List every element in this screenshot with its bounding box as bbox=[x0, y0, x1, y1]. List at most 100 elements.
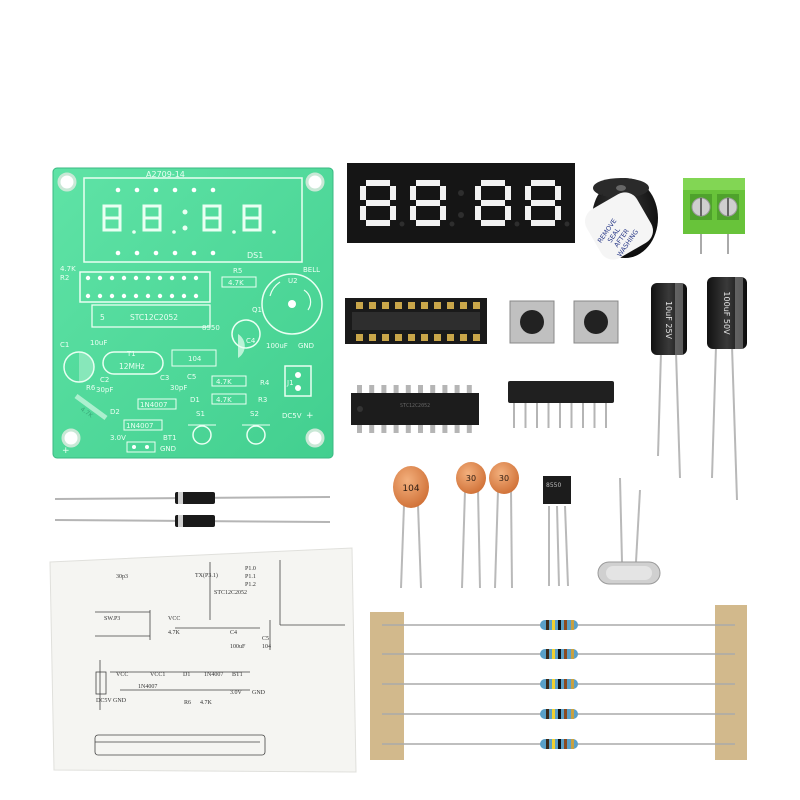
pcb-label-r3: R3 bbox=[258, 396, 267, 404]
ic-pin-bottom-6 bbox=[418, 425, 423, 433]
socket-pin-bottom-1 bbox=[356, 334, 363, 341]
pcb-label-r3-value: 4.7K bbox=[216, 396, 232, 404]
d1-footprint bbox=[123, 419, 163, 431]
socket-pin-top-5 bbox=[408, 302, 415, 309]
pcb-mounting-holes bbox=[57, 172, 325, 448]
ic-pin-top-9 bbox=[454, 385, 460, 393]
buzzer-sticker bbox=[585, 192, 653, 260]
pcb-label-q1: Q1 bbox=[252, 306, 262, 314]
seven-segment-display bbox=[347, 163, 575, 243]
pcb-label-r4-value: 4.7K bbox=[216, 378, 232, 386]
schematic-text-1: 30p3 bbox=[116, 574, 128, 580]
ic-pin-top-8 bbox=[442, 385, 448, 393]
pcb-label-c1: C1 bbox=[60, 341, 69, 349]
pcb-label-r5: R5 bbox=[233, 267, 242, 275]
d2-footprint bbox=[137, 398, 177, 410]
socket-pins bbox=[356, 302, 480, 341]
pcb-label-c3: C3 bbox=[160, 374, 169, 382]
c1-footprint bbox=[63, 351, 95, 383]
pcb-display-pins bbox=[115, 187, 216, 256]
schematic-text-10: C4 bbox=[230, 630, 237, 636]
display-outline bbox=[83, 177, 303, 263]
schematic-text-22: DC5V GND bbox=[96, 698, 127, 704]
tactile-button-1 bbox=[509, 300, 555, 344]
transistor-8550: 8550 bbox=[543, 476, 571, 587]
socket-pin-top-1 bbox=[356, 302, 363, 309]
socket-pin-top-8 bbox=[447, 302, 454, 309]
display-digit-1 bbox=[360, 180, 405, 227]
pcb-label-u2: U2 bbox=[288, 277, 298, 285]
socket-pin-bottom-6 bbox=[421, 334, 428, 341]
electrolytic-capacitor-100uf: 100uF 50V bbox=[707, 277, 747, 501]
pcb-label-t1: T1 bbox=[126, 350, 136, 358]
pcb-label-j1: J1 bbox=[286, 379, 294, 387]
ic-pin-top-5 bbox=[405, 385, 411, 393]
ic-pin-top-3 bbox=[381, 385, 387, 393]
resistor-strip bbox=[370, 605, 747, 760]
svg-text:STC12C2052: STC12C2052 bbox=[400, 403, 430, 409]
r5-footprint bbox=[221, 276, 257, 288]
diode-2 bbox=[54, 515, 331, 527]
electrolytic-capacitor-10uf: 10uF 25V bbox=[651, 283, 687, 479]
pcb-label-1n4007-b: 1N4007 bbox=[126, 422, 154, 430]
schematic-text-14: VCC bbox=[116, 672, 128, 678]
socket-pin-bottom-10 bbox=[473, 334, 480, 341]
ceramic-capacitor-30-b: 30 bbox=[489, 462, 519, 589]
r3-footprint bbox=[211, 393, 247, 405]
s1-footprint bbox=[188, 424, 216, 445]
pcb-label-r4: R4 bbox=[260, 379, 270, 387]
crystal-oscillator bbox=[597, 477, 661, 585]
mcu-footprint-pads bbox=[85, 275, 199, 299]
ceramic-30b-label: 30 bbox=[499, 474, 509, 483]
ic-pin-top-4 bbox=[393, 385, 399, 393]
pcb-label-c4: C4 bbox=[246, 337, 256, 345]
ic-pin-top-2 bbox=[369, 385, 375, 393]
socket-pin-bottom-5 bbox=[408, 334, 415, 341]
schematic-text-16: D1 bbox=[183, 672, 190, 678]
q1-footprint bbox=[231, 319, 261, 358]
schematic-text-5: P1.2 bbox=[245, 582, 256, 588]
resistor-5 bbox=[382, 739, 735, 749]
ic-pin-bottom-8 bbox=[442, 425, 448, 433]
ic-pin-top-10 bbox=[466, 385, 472, 393]
display-digit-2 bbox=[410, 180, 455, 227]
pcb-board: A2709-14 DS1 5 STC12C2052 4.7K R2 R5 4.7… bbox=[52, 167, 334, 459]
schematic-text-7: SW.P3 bbox=[104, 616, 120, 622]
resistor-3 bbox=[382, 679, 735, 689]
transistor-label: 8550 bbox=[546, 482, 561, 489]
ic-pin-top-1 bbox=[357, 385, 362, 393]
ic-socket-20pin bbox=[345, 298, 487, 344]
ceramic-capacitor-30-a: 30 bbox=[456, 462, 486, 589]
pcb-label-plus: + bbox=[306, 411, 314, 421]
diode-1 bbox=[54, 492, 331, 504]
buzzer-footprint bbox=[261, 273, 323, 335]
c-104-footprint bbox=[171, 349, 217, 367]
pcb-label-gnd2: GND bbox=[160, 445, 176, 453]
resistor-1 bbox=[382, 620, 735, 630]
schematic-text-17: 1N4007 bbox=[204, 672, 223, 678]
pcb-digit-silkscreen bbox=[102, 204, 262, 232]
pcb-label-bt1: BT1 bbox=[163, 434, 177, 442]
pcb-label-r2-value: 4.7K bbox=[60, 265, 76, 273]
pcb-label-c2-value: 30pF bbox=[96, 386, 113, 394]
pcb-label-bt-plus: + bbox=[62, 446, 70, 456]
pcb-label-q1-part: 8550 bbox=[202, 324, 220, 332]
schematic-text-3: P1.0 bbox=[245, 566, 256, 572]
socket-pin-top-9 bbox=[460, 302, 467, 309]
buzzer-plus: + bbox=[598, 192, 606, 203]
cap-10uf-label: 10uF 25V bbox=[664, 301, 673, 340]
display-colon-top bbox=[458, 190, 464, 196]
pcb-label-r5-value: 4.7K bbox=[228, 279, 244, 287]
socket-pin-top-4 bbox=[395, 302, 402, 309]
pcb-label-s2: S2 bbox=[250, 410, 259, 418]
pcb-label-gnd1: GND bbox=[298, 342, 314, 350]
pcb-label-r2: R2 bbox=[60, 274, 69, 282]
pcb-label-1n4007-a: 1N4007 bbox=[140, 401, 168, 409]
s2-footprint bbox=[242, 424, 270, 445]
ic-pin-bottom-10 bbox=[466, 425, 472, 433]
pcb-label-dc5v: DC5V bbox=[282, 412, 302, 420]
pcb-label-mcu: STC12C2052 bbox=[130, 313, 178, 322]
schematic-text-8: VCC bbox=[168, 616, 180, 622]
pcb-label-d2: D2 bbox=[110, 408, 120, 416]
